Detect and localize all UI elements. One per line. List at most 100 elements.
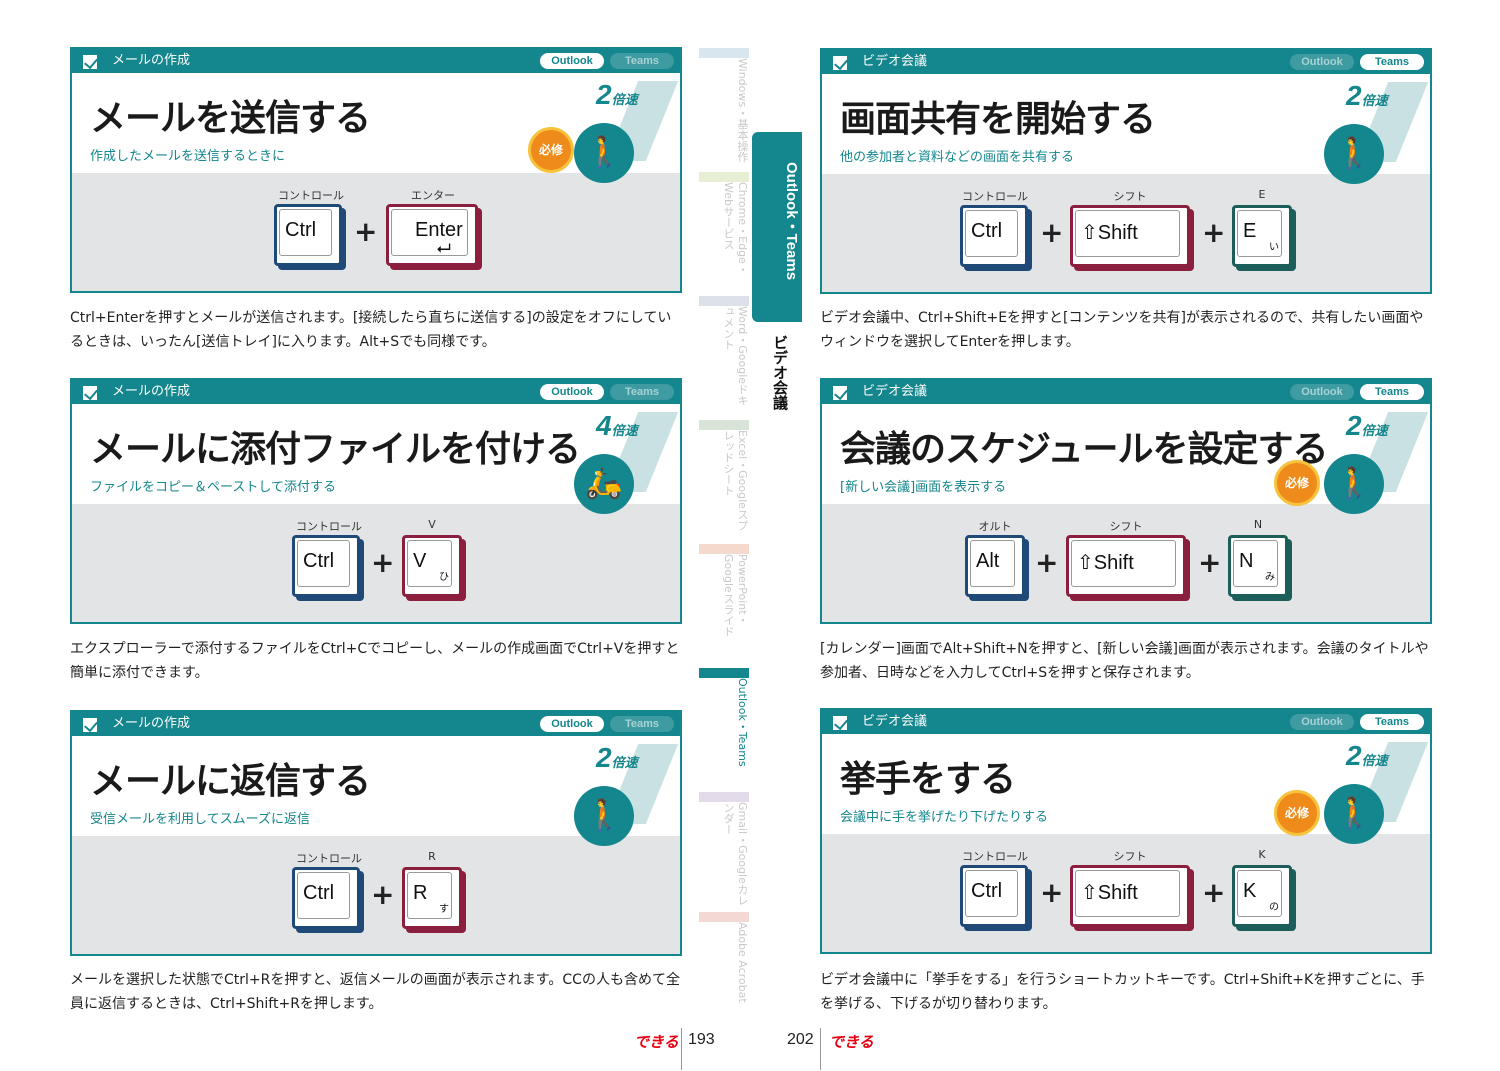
card-subtitle: ファイルをコピー＆ペーストして添付する [90,480,336,495]
key-area [72,836,680,954]
plus-sign: + [1202,216,1226,249]
speed-number: 2 [1346,740,1362,771]
key-label: N [1253,518,1263,531]
required-badge-icon: 必修 [1274,790,1320,836]
logo-left: できる [634,1033,679,1051]
tag-teams: Teams [610,716,674,732]
key-shift: ⇧Shift [1070,865,1190,927]
key-ctrl: Ctrl [292,867,360,929]
card-title: メールに返信する [90,761,371,802]
key-ctrl: Ctrl [960,865,1028,927]
tab-acrobat[interactable]: Adobe Acrobat [699,912,749,1028]
speed-unit: 倍速 [611,92,638,107]
plus-sign: + [371,546,395,579]
key-alt: Alt [965,535,1025,597]
shortcut-card-raise-hand: ビデオ会議 Outlook Teams 挙手をする 会議中に手を挙げたり下げたり… [820,708,1432,954]
card-description: エクスプローラーで添付するファイルをCtrl+Cでコピーし、メールの作成画面でC… [70,641,680,681]
tab-powerpoint[interactable]: PowerPoint・Googleスライド [699,544,749,660]
key-label: コントロール [962,850,1028,863]
tag-teams: Teams [1360,384,1424,400]
card-category: ビデオ会議 [862,54,928,69]
checkbox-icon[interactable] [81,53,99,71]
page-number-right: 202 [787,1031,814,1048]
card-category: メールの作成 [112,716,191,731]
card-title: 画面共有を開始する [840,99,1156,140]
key-label: V [428,518,436,531]
card-subtitle: 他の参加者と資料などの画面を共有する [840,150,1075,165]
walking-icon: 🚶 [574,123,634,183]
tag-outlook: Outlook [1290,384,1354,400]
speed-number: 2 [596,79,612,110]
key-label: オルト [978,520,1012,533]
tag-teams: Teams [610,384,674,400]
card-category: メールの作成 [112,384,191,399]
key-label: コントロール [296,520,362,533]
scooter-icon: 🛵 [574,454,634,514]
checkbox-icon[interactable] [831,384,849,402]
card-header: ビデオ会議 Outlook Teams [822,50,1430,74]
tab-windows[interactable]: Windows・基本操作 [699,48,749,164]
tag-outlook: Outlook [540,384,604,400]
walking-icon: 🚶 [1324,784,1384,844]
tag-teams: Teams [1360,54,1424,70]
checkbox-icon[interactable] [831,714,849,732]
tag-outlook: Outlook [1290,714,1354,730]
card-category: ビデオ会議 [862,714,928,729]
key-label: シフト [1109,520,1143,533]
key-area [72,504,680,622]
card-description: ビデオ会議中に「挙手をする」を行うショートカットキーです。Ctrl+Shift+… [820,972,1425,1012]
key-label: シフト [1113,850,1147,863]
speed-indicator: 2倍速 🚶 [574,79,679,189]
speed-number: 2 [1346,80,1362,111]
card-description: [カレンダー]画面でAlt+Shift+Nを押すと、[新しい会議]画面が表示され… [820,641,1429,681]
card-header: ビデオ会議 Outlook Teams [822,380,1430,404]
tab-outlook-teams[interactable]: Outlook・Teams [699,668,749,784]
shortcut-card-schedule-meeting: ビデオ会議 Outlook Teams 会議のスケジュールを設定する [新しい会… [820,378,1432,624]
tab-excel[interactable]: Excel・Googleスプレッドシート [699,420,749,536]
shortcut-card-attach-file: メールの作成 Outlook Teams メールに添付ファイルを付ける ファイル… [70,378,682,624]
page-number-left: 193 [688,1031,715,1048]
key-label: コントロール [278,189,344,202]
tab-chrome-edge[interactable]: Chrome・Edge・Webサービス [699,172,749,288]
speed-indicator: 4倍速 🛵 [574,410,679,520]
key-label: エンター [411,189,455,202]
shortcut-card-screen-share: ビデオ会議 Outlook Teams 画面共有を開始する 他の参加者と資料など… [820,48,1432,294]
card-description: ビデオ会議中、Ctrl+Shift+Eを押すと[コンテンツを共有]が表示されるの… [820,310,1424,350]
key-ctrl: Ctrl [274,204,342,266]
required-badge-icon: 必修 [1274,460,1320,506]
card-title: 会議のスケジュールを設定する [840,429,1328,470]
card-category: メールの作成 [112,53,191,68]
card-header: メールの作成 Outlook Teams [72,49,680,73]
checkbox-icon[interactable] [831,54,849,72]
key-ctrl: Ctrl [960,205,1028,267]
card-title: メールに添付ファイルを付ける [90,429,581,470]
speed-indicator: 2倍速 🚶 [574,742,679,852]
key-label: コントロール [296,852,362,865]
card-title: 挙手をする [840,759,1016,800]
speed-indicator: 2倍速 🚶 [1324,410,1429,520]
checkbox-icon[interactable] [81,716,99,734]
card-description: メールを選択した状態でCtrl+Rを押すと、返信メールの画面が表示されます。CC… [70,972,680,1012]
speed-unit: 倍速 [1361,753,1388,768]
plus-sign: + [1198,546,1222,579]
key-area [72,173,680,291]
key-ctrl: Ctrl [292,535,360,597]
card-subtitle: 作成したメールを送信するときに [90,149,286,164]
shortcut-card-send-mail: メールの作成 Outlook Teams メールを送信する 作成したメールを送信… [70,47,682,293]
checkbox-icon[interactable] [81,384,99,402]
required-badge-icon: 必修 [528,127,574,173]
card-subtitle: 会議中に手を挙げたり下げたりする [840,810,1049,825]
plus-sign: + [1040,876,1064,909]
tag-outlook: Outlook [540,716,604,732]
tag-outlook: Outlook [540,53,604,69]
speed-unit: 倍速 [1361,423,1388,438]
key-label: R [428,850,436,863]
logo-right: できる [829,1033,874,1051]
tab-gmail[interactable]: Gmail・Googleカレンダー [699,792,749,908]
chapter-tab: Outlook・Teams [752,132,802,322]
plus-sign: + [371,878,395,911]
tab-word[interactable]: Word・Googleドキュメント [699,296,749,412]
